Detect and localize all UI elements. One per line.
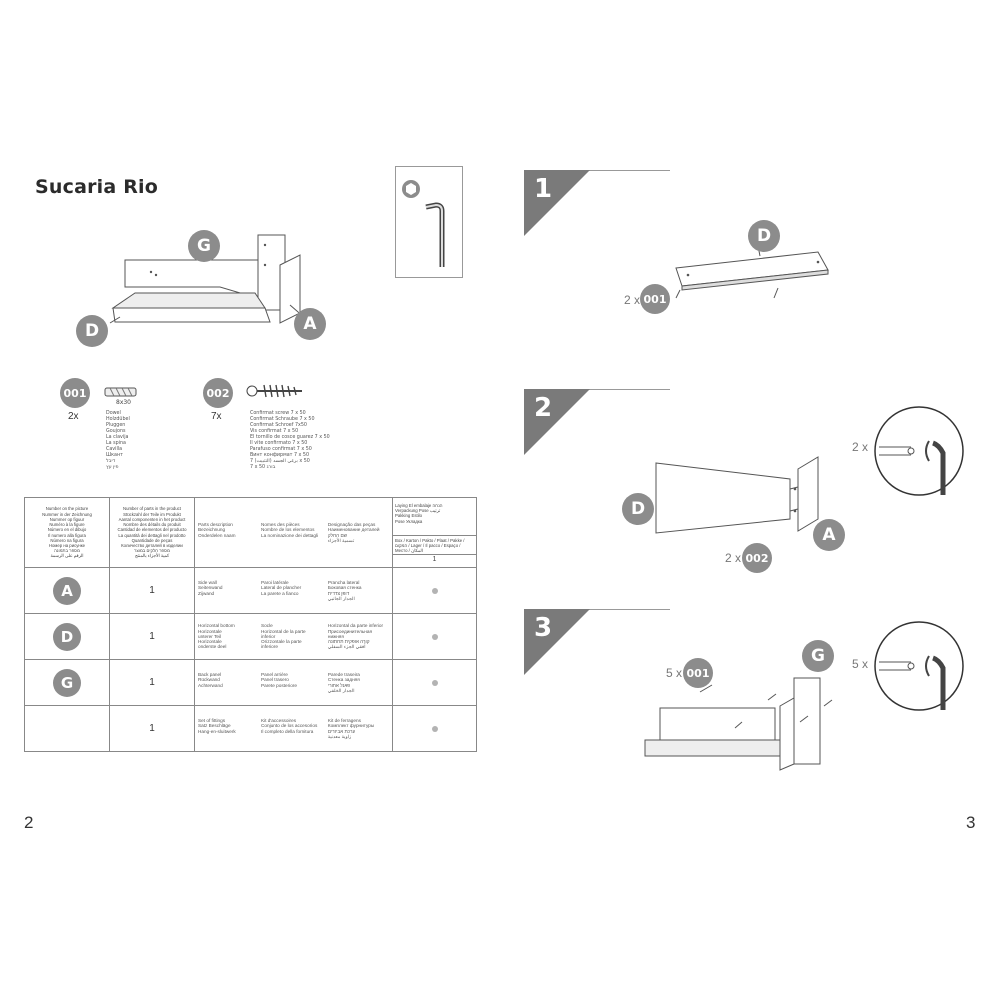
fitting-name: Goujons — [106, 429, 126, 434]
row-count: 1 — [109, 567, 195, 614]
fitting-001-badge: 001 — [60, 378, 90, 408]
fitting-name: דיבל — [106, 459, 116, 464]
fitting-name: Parafuso confirmat 7 x 50 — [250, 447, 312, 452]
laying-dot — [431, 587, 438, 594]
overview-label-g: G — [188, 230, 220, 262]
confirmat-screw-icon — [246, 384, 302, 398]
fitting-001-size: 8x30 — [116, 399, 132, 406]
product-title: Sucaria Rio — [35, 176, 159, 198]
fitting-002-badge: 002 — [203, 378, 233, 408]
step1-fitting-badge: 001 — [640, 284, 670, 314]
fitting-name: Confirmat screw 7 x 50 — [250, 411, 306, 416]
step1-label-d: D — [748, 220, 780, 252]
fitting-name: El tornillo de cosce guarez 7 x 50 — [250, 435, 330, 440]
row-label-badge: A — [53, 576, 81, 605]
fitting-001-names: Dowel Holzdübel Pluggen Goujons La clavi… — [106, 411, 166, 471]
step2-corner — [524, 389, 590, 455]
fitting-002-qty: 7x — [211, 411, 222, 422]
step3-fitting-badge: 001 — [683, 658, 713, 688]
fitting-name: 7 x 50 בורג — [250, 465, 276, 470]
step2-label-a: A — [813, 519, 845, 551]
row-label-badge: D — [53, 622, 81, 651]
fitting-name: Vis confirmat 7 x 50 — [250, 429, 299, 434]
step3-detail-qty: 5 x — [852, 657, 869, 671]
step3-rule — [524, 609, 670, 610]
laying-dot — [431, 679, 438, 686]
hex-key-box — [395, 166, 463, 278]
fitting-name: La clavija — [106, 435, 129, 440]
step3-qty: 5 x — [666, 666, 683, 680]
fitting-name: La spina — [106, 441, 126, 446]
laying-dot — [431, 725, 438, 732]
overview-label-d: D — [76, 315, 108, 347]
step3-detail-hex-turn — [874, 621, 964, 711]
row-count: 1 — [109, 613, 195, 660]
page-number-right: 3 — [966, 813, 976, 832]
fitting-name: برغي الجسد (التثبيت) 7 x 50 — [250, 459, 310, 464]
step2-detail-hex-turn — [874, 406, 964, 496]
step2-detail-qty: 2 x — [852, 440, 869, 454]
fitting-name: Confirmat Schroef 7x50 — [250, 423, 307, 428]
step2-fitting-badge: 002 — [742, 543, 772, 573]
step2-label-d: D — [622, 493, 654, 525]
fitting-name: Cavilla — [106, 447, 123, 452]
step3-illustration — [644, 677, 833, 771]
fitting-002-names: Confirmat screw 7 x 50 Confirmat Schraub… — [250, 411, 340, 471]
step2-rule — [524, 389, 670, 390]
fitting-name: Il vite confirmato 7 x 50 — [250, 441, 308, 446]
row-label-badge: G — [53, 668, 81, 697]
fitting-name: Pluggen — [106, 423, 126, 428]
fitting-name: Винт конфирмат 7 x 50 — [250, 453, 310, 458]
step1-corner — [524, 170, 590, 236]
step2-qty: 2 x — [725, 551, 742, 565]
step3-number: 3 — [534, 613, 553, 643]
fitting-name: Confirmat Schraube 7 x 50 — [250, 417, 315, 422]
laying-dot — [431, 633, 438, 640]
row-count: 1 — [109, 705, 195, 752]
step1-rule — [524, 170, 670, 171]
step2-number: 2 — [534, 393, 553, 423]
fitting-name: Dowel — [106, 411, 121, 416]
hex-key-icon — [402, 180, 445, 267]
page-number-left: 2 — [24, 813, 34, 832]
fitting-name: Holzdübel — [106, 417, 130, 422]
step1-qty: 2 x — [624, 293, 641, 307]
fitting-name: Шкант — [106, 453, 123, 458]
step3-corner — [524, 609, 590, 675]
overview-label-a: A — [294, 308, 326, 340]
row-count: 1 — [109, 659, 195, 706]
fitting-name: פין עץ — [106, 465, 119, 470]
step2-illustration — [655, 456, 819, 534]
step1-number: 1 — [534, 174, 553, 204]
dowel-icon — [104, 387, 137, 397]
fitting-001-qty: 2x — [68, 411, 79, 422]
step3-label-g: G — [802, 640, 834, 672]
overview-illustration — [109, 234, 306, 324]
step1-illustration — [675, 245, 829, 299]
